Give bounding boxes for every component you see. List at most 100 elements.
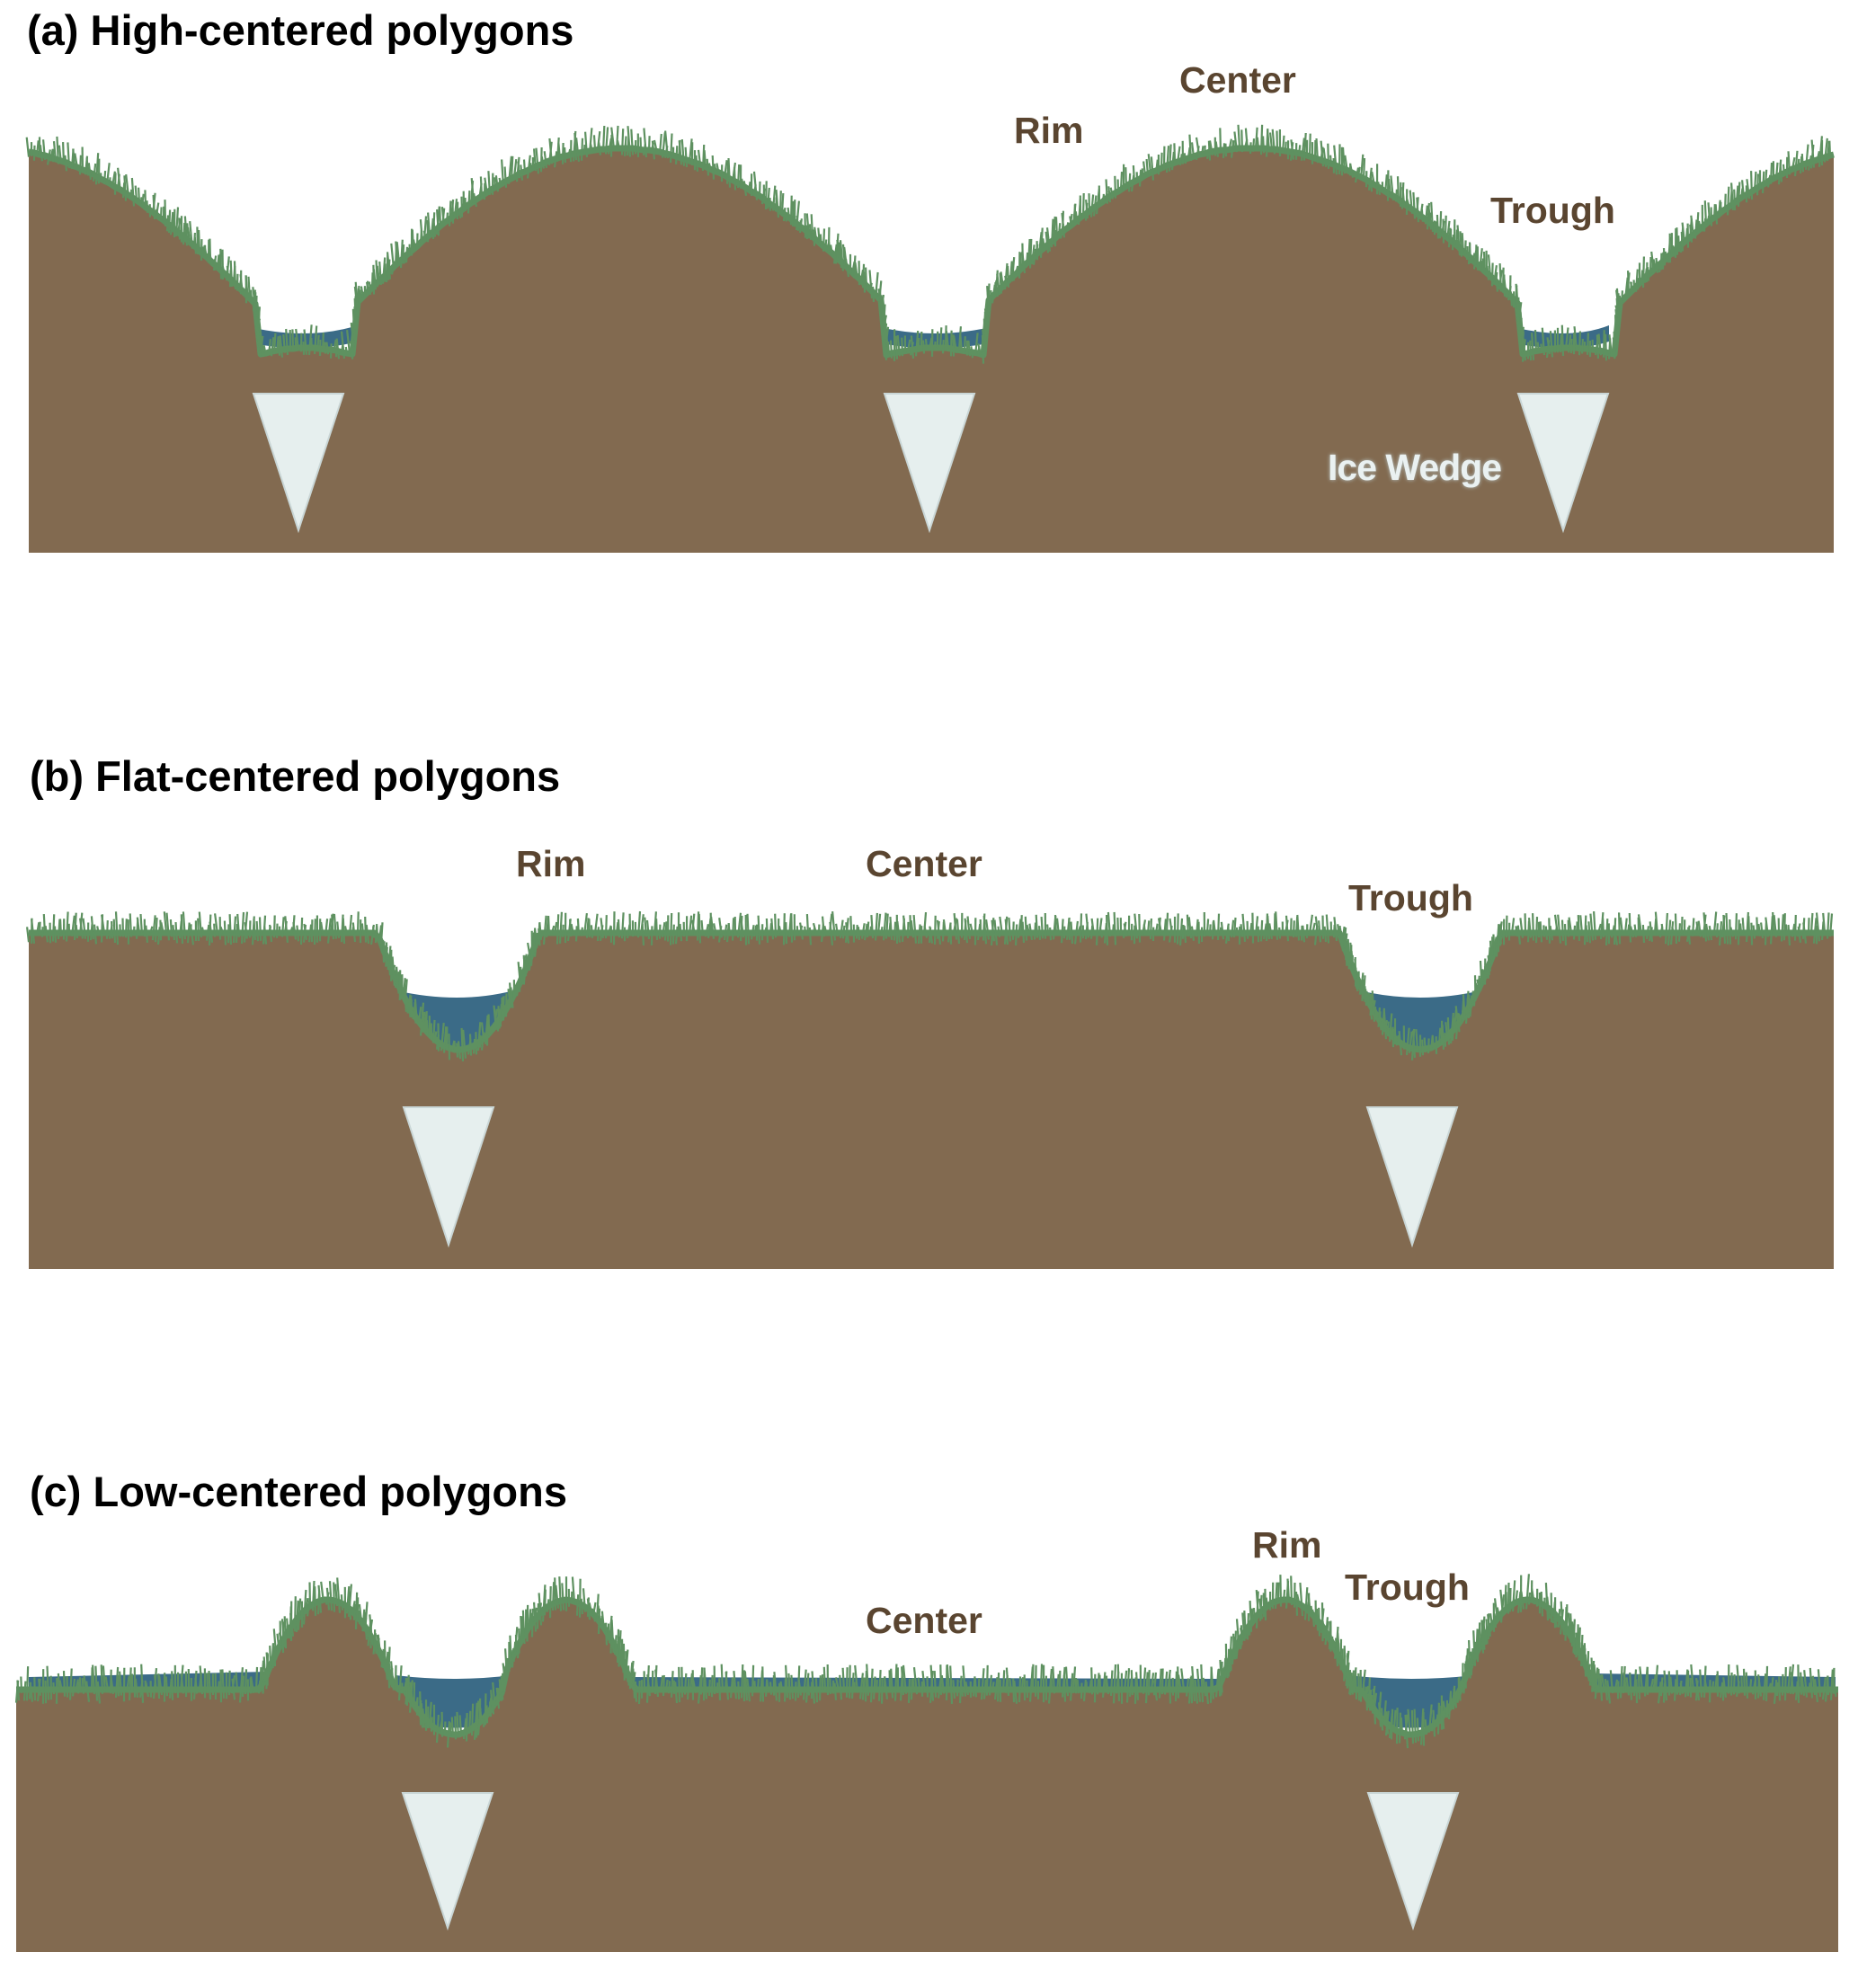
panel-c-grass-blade bbox=[1265, 1589, 1266, 1620]
panel-c-grass-blade bbox=[516, 1635, 517, 1651]
panel-c-grass-blade bbox=[545, 1590, 546, 1616]
panel-c-grass-blade bbox=[975, 1678, 976, 1697]
panel-c-grass-blade bbox=[1078, 1680, 1079, 1693]
panel-c-grass-blade bbox=[490, 1702, 491, 1717]
panel-c-grass-blade bbox=[78, 1682, 79, 1693]
panel-c-grass-blade bbox=[431, 1717, 432, 1732]
panel-c-grass-blade bbox=[1639, 1674, 1640, 1700]
panel-c-grass-blade bbox=[758, 1679, 759, 1691]
panel-c-grass-blade bbox=[80, 1677, 81, 1692]
panel-c-grass-blade bbox=[1064, 1675, 1065, 1702]
panel-c-grass-blade bbox=[207, 1673, 208, 1693]
panel-c-grass-blade bbox=[24, 1682, 25, 1701]
panel-c-grass-blade bbox=[547, 1599, 548, 1611]
panel-c-grass-blade bbox=[354, 1604, 355, 1620]
panel-c-grass-blade bbox=[243, 1675, 244, 1697]
panel-c-grass-blade bbox=[209, 1671, 211, 1700]
panel-c-grass-blade bbox=[1712, 1682, 1713, 1691]
panel-c-grass-blade bbox=[450, 1723, 451, 1736]
panel-c-grass-blade bbox=[469, 1711, 470, 1734]
panel-c-grass-blade bbox=[1252, 1609, 1253, 1621]
panel-c-grass-blade bbox=[882, 1678, 883, 1704]
panel-c-grass-blade bbox=[1276, 1583, 1277, 1609]
panel-c-center-label: Center bbox=[866, 1600, 982, 1642]
panel-c-grass-blade bbox=[663, 1675, 664, 1696]
panel-c-grass-blade bbox=[21, 1677, 22, 1693]
panel-c-grass-blade bbox=[998, 1673, 999, 1701]
panel-c-grass-blade bbox=[1397, 1708, 1398, 1744]
panel-c-grass-blade bbox=[1319, 1608, 1320, 1637]
panel-c-grass-blade bbox=[1487, 1620, 1488, 1645]
panel-c-grass-blade bbox=[1288, 1579, 1290, 1602]
panel-c-grass-blade bbox=[1019, 1676, 1020, 1702]
panel-c-grass-blade bbox=[1317, 1609, 1318, 1630]
panel-c-grass-blade bbox=[1254, 1608, 1255, 1622]
panel-c-grass-blade bbox=[681, 1667, 682, 1698]
panel-c-grass-blade bbox=[940, 1664, 941, 1695]
panel-c-grass-blade bbox=[1586, 1655, 1587, 1668]
panel-c-grass-blade bbox=[1777, 1682, 1778, 1696]
panel-c-grass-blade bbox=[414, 1682, 415, 1709]
panel-c-grass-blade bbox=[550, 1586, 551, 1618]
panel-c-grass-blade bbox=[849, 1665, 850, 1699]
panel-c-grass-blade bbox=[1495, 1613, 1496, 1628]
panel-c-grass-blade bbox=[221, 1670, 222, 1703]
panel-c-grass-blade bbox=[762, 1666, 763, 1701]
panel-c-grass-blade bbox=[1284, 1590, 1285, 1602]
panel-c-grass-blade bbox=[624, 1644, 625, 1681]
panel-c-grass-blade bbox=[1098, 1673, 1099, 1694]
panel-c-grass-blade bbox=[781, 1682, 783, 1691]
panel-c-grass-blade bbox=[1426, 1719, 1427, 1735]
panel-c-grass-blade bbox=[402, 1682, 403, 1693]
panel-c-grass-blade bbox=[1469, 1640, 1471, 1679]
panel-c-grass-blade bbox=[310, 1583, 311, 1609]
panel-c-grass-blade bbox=[1364, 1684, 1365, 1695]
panel-c-grass-blade bbox=[1750, 1679, 1751, 1691]
panel-c-grass-blade bbox=[528, 1605, 529, 1642]
panel-c-grass-blade bbox=[417, 1700, 418, 1716]
panel-c-grass-blade bbox=[166, 1676, 167, 1696]
panel-c-grass-blade bbox=[1280, 1575, 1281, 1607]
panel-c-grass-blade bbox=[1091, 1667, 1092, 1694]
panel-c-grass-blade bbox=[256, 1667, 257, 1691]
panel-c-grass-blade bbox=[58, 1673, 59, 1691]
panel-c-grass-blade bbox=[172, 1671, 173, 1700]
panel-c-grass-blade bbox=[843, 1668, 844, 1691]
panel-c-grass-blade bbox=[1087, 1682, 1088, 1692]
panel-c-grass-blade bbox=[1391, 1709, 1392, 1740]
panel-c-grass-blade bbox=[1510, 1588, 1511, 1611]
panel-c-grass-blade bbox=[1772, 1677, 1774, 1690]
panel-c-grass-blade bbox=[911, 1679, 912, 1700]
panel-c-grass-blade bbox=[1544, 1598, 1545, 1608]
panel-c-grass-blade bbox=[1394, 1710, 1396, 1730]
panel-c-grass-blade bbox=[64, 1671, 65, 1697]
panel-c-grass-blade bbox=[295, 1596, 296, 1631]
panel-c-grass-blade bbox=[1424, 1712, 1425, 1746]
panel-c-grass-blade bbox=[313, 1581, 315, 1611]
panel-c-grass-blade bbox=[299, 1602, 300, 1617]
panel-c-grass-blade bbox=[628, 1665, 629, 1685]
panel-c-grass-blade bbox=[460, 1715, 461, 1735]
panel-c-grass-blade bbox=[719, 1678, 720, 1700]
panel-c-grass-blade bbox=[752, 1665, 753, 1697]
panel-c-grass-blade bbox=[808, 1680, 809, 1695]
panel-c-grass-blade bbox=[333, 1583, 334, 1612]
panel-c-grass-blade bbox=[639, 1681, 640, 1704]
panel-c-grass-blade bbox=[1294, 1583, 1295, 1608]
panel-c-grass-blade bbox=[1169, 1674, 1170, 1703]
panel-c-grass-blade bbox=[487, 1706, 488, 1724]
panel-c-grass-blade bbox=[1135, 1677, 1136, 1703]
panel-c-grass-blade bbox=[218, 1682, 219, 1691]
panel-c-grass-blade bbox=[532, 1609, 533, 1637]
panel-c-grass-blade bbox=[406, 1678, 407, 1706]
panel-c-grass-blade bbox=[1434, 1710, 1436, 1737]
panel-c-grass-blade bbox=[1149, 1670, 1150, 1695]
panel-c-grass-blade bbox=[83, 1678, 84, 1694]
panel-c-grass-blade bbox=[376, 1634, 377, 1654]
panel-c-grass-blade bbox=[555, 1577, 556, 1610]
panel-c-grass-blade bbox=[1675, 1679, 1676, 1700]
panel-c-grass-blade bbox=[855, 1682, 856, 1690]
panel-c-grass-blade bbox=[1235, 1631, 1236, 1660]
panel-c-grass-blade bbox=[957, 1680, 958, 1697]
panel-c-grass-blade bbox=[679, 1667, 680, 1702]
